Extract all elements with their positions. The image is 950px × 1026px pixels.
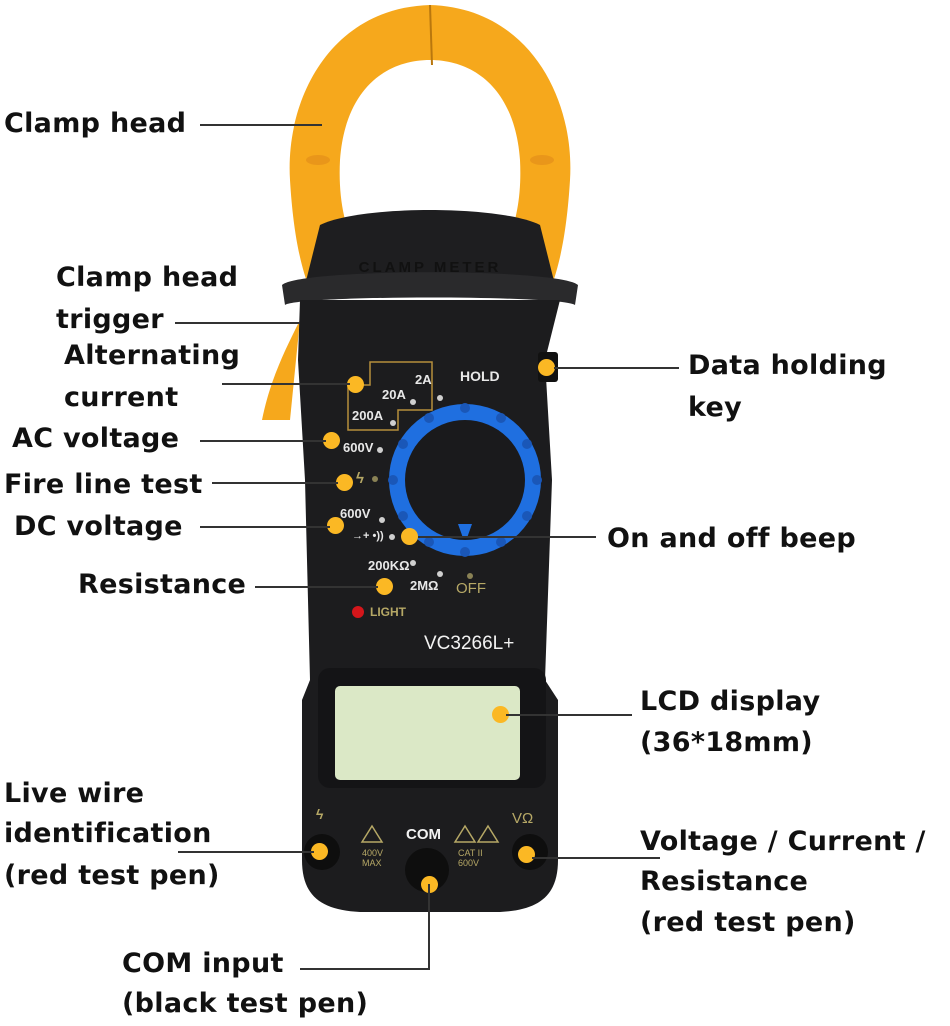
label-trigger-line1: Clamp head	[56, 262, 239, 293]
leader-beep	[418, 536, 596, 538]
label-com-line1: COM input	[122, 948, 284, 979]
leader-dc-voltage	[200, 526, 330, 528]
dot-beep	[401, 528, 418, 545]
label-ac-voltage: AC voltage	[12, 423, 180, 454]
label-com-line2: (black test pen)	[122, 988, 369, 1019]
label-vohm-line2: Resistance	[640, 866, 809, 897]
leader-ac-voltage	[200, 440, 326, 442]
model-number: VC3266L+	[424, 633, 515, 654]
range-2m-ohm: 2MΩ	[410, 578, 439, 593]
leader-live-wire	[178, 851, 314, 853]
dot-lcd	[492, 706, 509, 723]
leader-clamp-head	[200, 124, 322, 126]
hold-label: HOLD	[460, 368, 500, 384]
range-20a: 20A	[382, 387, 406, 402]
rotary-dial[interactable]	[388, 403, 542, 557]
range-600v-dc: 600V	[340, 506, 371, 521]
leader-resistance	[255, 586, 378, 588]
label-hold-line2: key	[688, 392, 743, 423]
label-fire-line: Fire line test	[4, 469, 203, 500]
dot-fire-line	[336, 474, 353, 491]
range-600v-ac: 600V	[343, 440, 374, 455]
label-lcd-line1: LCD display	[640, 686, 821, 717]
lightning-icon: ϟ	[356, 470, 364, 487]
vohm-jack-label: VΩ	[512, 810, 534, 827]
label-clamp-head: Clamp head	[4, 108, 187, 139]
label-lcd-line2: (36*18mm)	[640, 727, 813, 758]
dot-hold	[538, 359, 555, 376]
label-live-wire-line1: Live wire	[4, 778, 145, 809]
leader-alt-current	[222, 383, 350, 385]
label-alt-current-line1: Alternating	[64, 340, 241, 371]
dot-vohm	[518, 846, 535, 863]
label-resistance: Resistance	[78, 569, 247, 600]
leader-fire-line	[212, 482, 338, 484]
leader-com-horizontal	[300, 968, 430, 970]
clamp-head-jaw	[289, 4, 571, 290]
label-trigger-line2: trigger	[56, 304, 164, 335]
label-hold-line1: Data holding	[688, 350, 887, 381]
range-200a: 200A	[352, 408, 384, 423]
leader-lcd	[506, 714, 632, 716]
label-vohm-line3: (red test pen)	[640, 907, 856, 938]
leader-trigger	[175, 322, 300, 324]
label-vohm-line1: Voltage / Current /	[640, 826, 926, 857]
clamp-meter-embossed: CLAMP METER	[359, 259, 502, 276]
range-200k-ohm: 200KΩ	[368, 558, 410, 573]
diode-beep-symbol: →+ •))	[352, 530, 384, 542]
live-wire-lightning-icon: ϟ	[316, 806, 324, 822]
leader-vohm	[532, 857, 660, 859]
dot-live-wire	[311, 843, 328, 860]
label-dc-voltage: DC voltage	[14, 511, 183, 542]
label-alt-current-line2: current	[64, 382, 179, 413]
range-2a: 2A	[415, 372, 432, 387]
com-jack-label: COM	[406, 826, 441, 843]
light-label: LIGHT	[370, 605, 406, 619]
leader-com-vertical	[428, 884, 430, 969]
clamp-trigger	[262, 320, 300, 420]
label-beep: On and off beep	[607, 523, 856, 554]
label-live-wire-line3: (red test pen)	[4, 860, 220, 891]
leader-hold	[554, 367, 679, 369]
label-live-wire-line2: identification	[4, 818, 212, 849]
off-label: OFF	[456, 580, 486, 597]
lcd-screen	[335, 686, 520, 780]
dot-ac-voltage	[323, 432, 340, 449]
dot-dc-voltage	[327, 517, 344, 534]
dot-alt-current	[347, 376, 364, 393]
dot-resistance	[376, 578, 393, 595]
